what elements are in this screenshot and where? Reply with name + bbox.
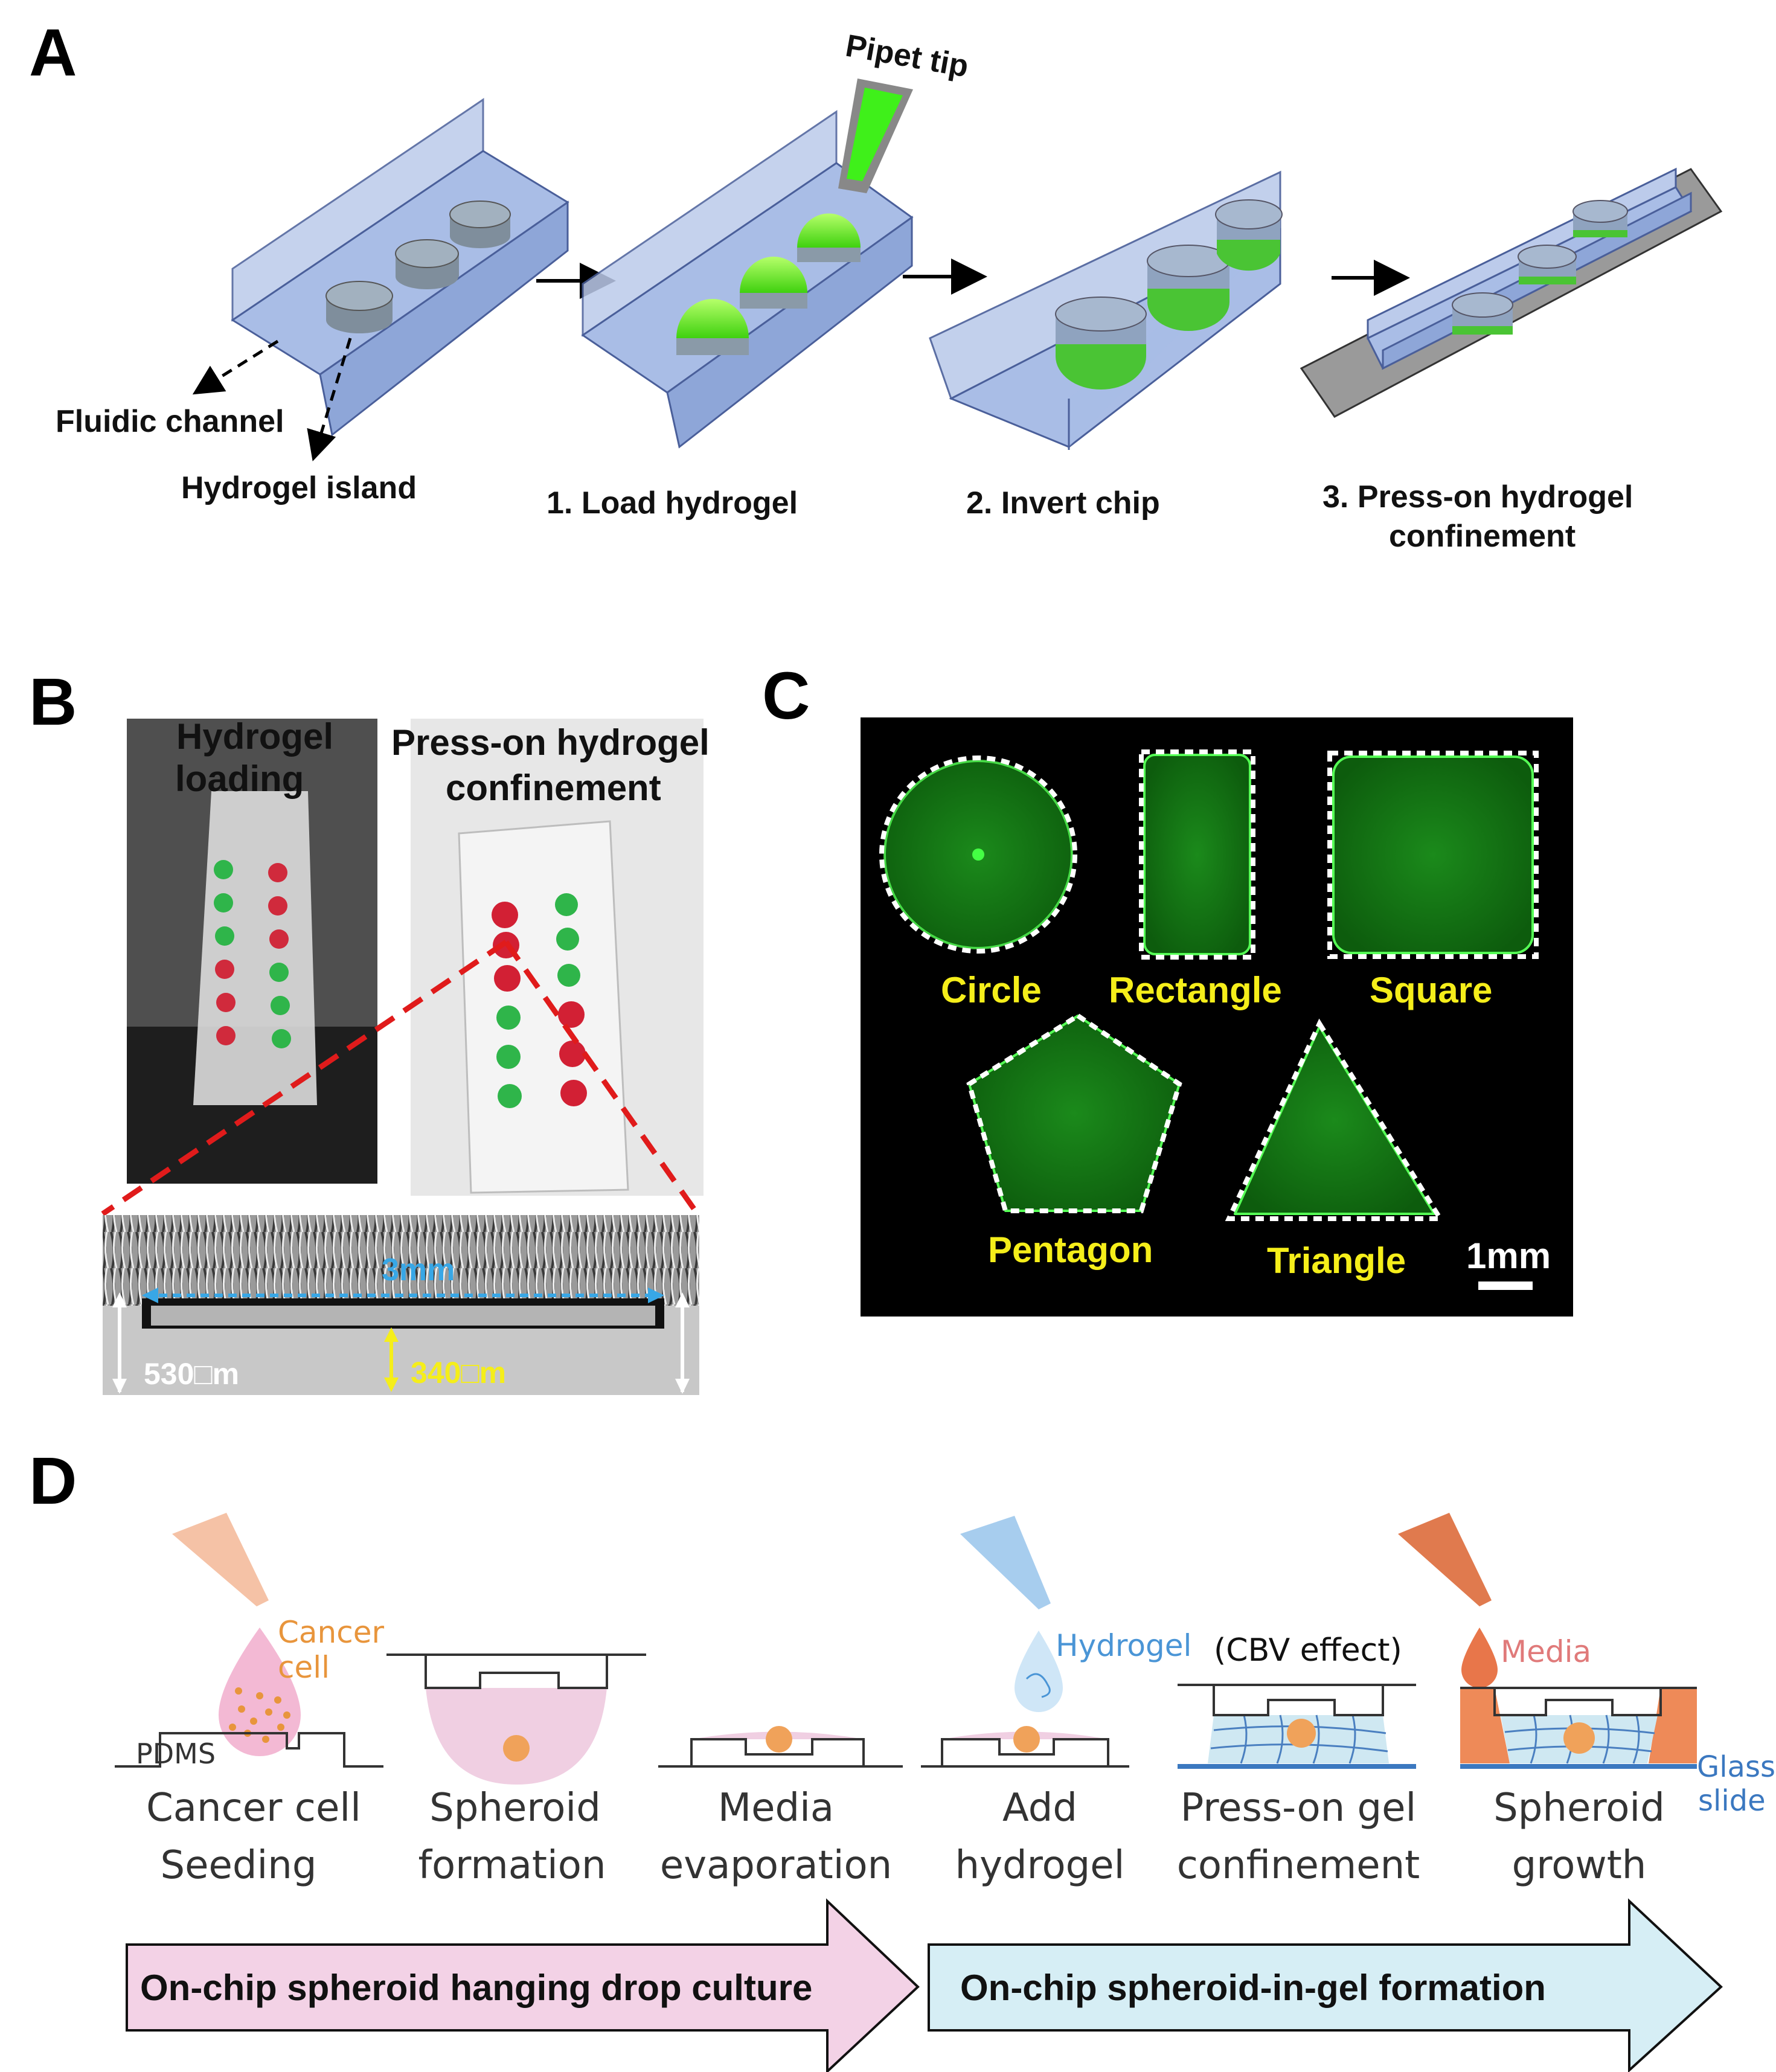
zoom-line-left bbox=[101, 940, 508, 1216]
photo2-title-line1: Press-on hydrogel bbox=[391, 722, 710, 763]
zoom-line-right bbox=[504, 940, 700, 1216]
pressed-island-2 bbox=[1518, 245, 1577, 284]
banner-hanging-drop: On-chip spheroid hanging drop culture bbox=[126, 1898, 920, 2072]
panel-d: D PDMS Cancer cell bbox=[29, 1444, 1775, 2072]
step-a-3-label-line2: confinement bbox=[1389, 519, 1576, 554]
inverted-island-1 bbox=[1055, 297, 1147, 390]
glass-slide-label-line2: slide bbox=[1698, 1784, 1766, 1818]
media-label-d: Media bbox=[1501, 1634, 1591, 1669]
hydrogel-island-2 bbox=[395, 239, 459, 289]
cancer-cell-label-line1: Cancer bbox=[278, 1615, 384, 1650]
shape-pentagon bbox=[966, 1013, 1182, 1213]
pipet-tip-label: Pipet tip bbox=[843, 28, 971, 85]
hydrogel-island-3 bbox=[449, 200, 511, 248]
step-seeding-graphic: PDMS Cancer cell bbox=[115, 1513, 384, 1770]
step-formation-graphic bbox=[386, 1653, 646, 1785]
cross-section-image: 3mm 530□m 340□m bbox=[103, 1215, 699, 1395]
photo1-title-line2: loading bbox=[175, 759, 304, 799]
step-d-4-line1: Add bbox=[1002, 1786, 1077, 1830]
step-d-3-line2: evaporation bbox=[660, 1843, 892, 1888]
gel-drop-1 bbox=[676, 299, 749, 355]
step-a-1-label: 1. Load hydrogel bbox=[547, 486, 798, 521]
fluidic-channel-label: Fluidic channel bbox=[56, 404, 284, 439]
inverted-island-3 bbox=[1215, 199, 1283, 271]
label-rectangle: Rectangle bbox=[1109, 970, 1282, 1010]
label-pentagon: Pentagon bbox=[988, 1230, 1153, 1270]
label-triangle: Triangle bbox=[1267, 1240, 1406, 1281]
photo1-title-line1: Hydrogel bbox=[176, 716, 333, 757]
shape-circle bbox=[879, 755, 1077, 954]
height-530-label: 530□m bbox=[144, 1357, 239, 1391]
chip-empty bbox=[192, 98, 569, 461]
step-a-2-label: 2. Invert chip bbox=[966, 486, 1160, 521]
panel-b: B Hydrogel loading bbox=[29, 665, 710, 1395]
step-evaporation-graphic bbox=[658, 1726, 903, 1768]
step-growth-graphic: Media Glass slide bbox=[1398, 1513, 1775, 1818]
panel-c: C Circle Rectangle Square Pentagon Tria bbox=[762, 659, 1573, 1317]
hydrogel-island-label: Hydrogel island bbox=[181, 470, 417, 505]
chip-pressed bbox=[1300, 167, 1723, 418]
pipet-tip-icon bbox=[838, 79, 913, 193]
label-circle: Circle bbox=[941, 970, 1042, 1010]
scale-bar-label: 1mm bbox=[1466, 1236, 1551, 1276]
panel-a-letter: A bbox=[29, 16, 77, 90]
cbv-effect-label: (CBV effect) bbox=[1214, 1632, 1402, 1669]
panel-d-letter: D bbox=[29, 1444, 77, 1518]
hydrogel-island-1 bbox=[325, 281, 393, 333]
glass-slide-label-line1: Glass bbox=[1697, 1750, 1775, 1784]
step-a-3-label-line1: 3. Press-on hydrogel bbox=[1322, 480, 1633, 515]
hydrogel-label-d: Hydrogel bbox=[1056, 1628, 1191, 1663]
scale-bar bbox=[1478, 1281, 1533, 1290]
step-d-1-line2: Seeding bbox=[161, 1843, 317, 1888]
gel-drop-2 bbox=[740, 257, 807, 309]
pressed-island-3 bbox=[1572, 200, 1628, 237]
step-d-3-line1: Media bbox=[718, 1786, 834, 1830]
shape-rectangle bbox=[1139, 749, 1255, 960]
photo2-title-line2: confinement bbox=[446, 768, 661, 808]
banner-right-text: On-chip spheroid-in-gel formation bbox=[960, 1968, 1546, 2008]
pressed-island-1 bbox=[1452, 292, 1513, 335]
panel-c-letter: C bbox=[762, 659, 810, 733]
step-d-1-line1: Cancer cell bbox=[146, 1786, 361, 1830]
banner-spheroid-in-gel: On-chip spheroid-in-gel formation bbox=[928, 1898, 1723, 2072]
step-d-5-line1: Press-on gel bbox=[1181, 1786, 1417, 1830]
panel-b-letter: B bbox=[29, 665, 77, 739]
chip-inverted bbox=[929, 170, 1283, 450]
height-340-label: 340□m bbox=[411, 1356, 506, 1390]
step-d-6-line2: growth bbox=[1512, 1843, 1647, 1888]
loading-dots bbox=[214, 860, 291, 1048]
inverted-island-2 bbox=[1147, 245, 1230, 331]
gel-drop-3 bbox=[797, 213, 861, 262]
photo-press-on: Press-on hydrogel confinement bbox=[391, 719, 710, 1196]
banner-left-text: On-chip spheroid hanging drop culture bbox=[140, 1968, 812, 2008]
shape-square bbox=[1327, 751, 1539, 959]
label-square: Square bbox=[1370, 970, 1492, 1010]
shape-triangle bbox=[1225, 1018, 1445, 1221]
step-d-2-line1: Spheroid bbox=[429, 1786, 601, 1830]
chip-loaded bbox=[581, 79, 914, 449]
step-d-2-line2: formation bbox=[418, 1843, 606, 1888]
step-d-5-line2: confinement bbox=[1177, 1843, 1420, 1888]
step-d-6-line1: Spheroid bbox=[1493, 1786, 1665, 1830]
step-press-on-graphic: (CBV effect) bbox=[1178, 1632, 1416, 1769]
panel-a: A Fluidic channel bbox=[29, 16, 1723, 554]
cancer-cell-label-line2: cell bbox=[278, 1650, 330, 1685]
step-add-hydrogel-graphic: Hydrogel bbox=[921, 1516, 1191, 1768]
photo-hydrogel-loading: Hydrogel loading bbox=[127, 716, 377, 1184]
step-d-4-line2: hydrogel bbox=[955, 1843, 1125, 1888]
pdms-label: PDMS bbox=[136, 1737, 216, 1770]
width-3mm-label: 3mm bbox=[382, 1253, 455, 1288]
